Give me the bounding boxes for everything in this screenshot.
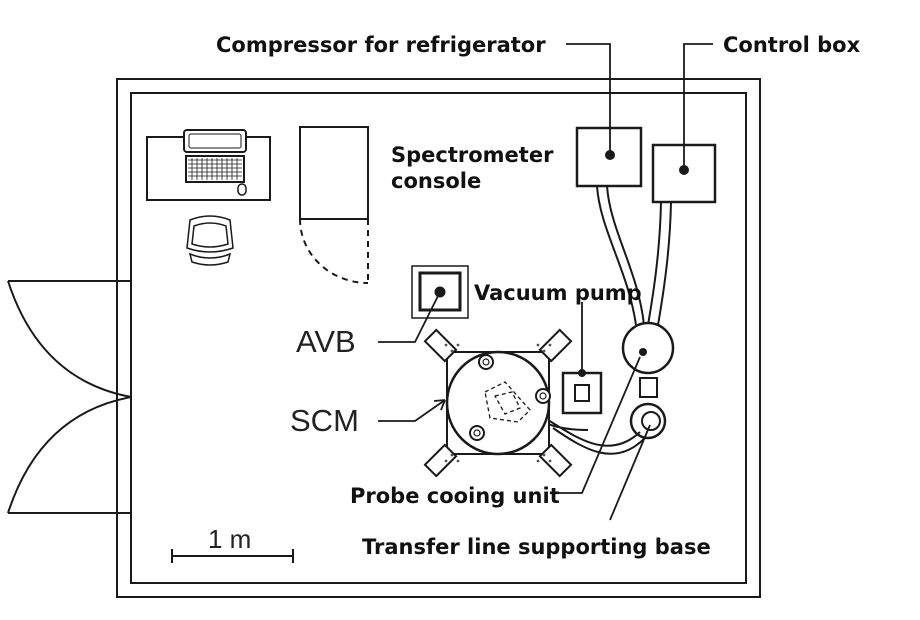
helium-hoses <box>596 185 672 326</box>
spectrometer-label-line1: Spectrometer <box>391 143 554 167</box>
spectrometer-label-line2: console <box>391 169 481 193</box>
control-box-label: Control box <box>723 33 861 57</box>
computer-icon <box>183 129 247 196</box>
spectrometer-console <box>575 126 643 188</box>
transfer-base-label: Transfer line supporting base <box>362 535 711 559</box>
scale-bar-label: 1 m <box>208 524 251 554</box>
probe-cooling-leader-line <box>555 356 641 494</box>
cabinet <box>299 126 369 284</box>
scm-leader-arrow <box>433 399 446 411</box>
scm-label: SCM <box>290 403 359 438</box>
compressor-leader-line <box>566 43 611 155</box>
door <box>7 280 136 514</box>
probe-cooling-unit <box>621 321 675 375</box>
control-box-leader-line <box>683 43 713 170</box>
compressor-label: Compressor for refrigerator <box>216 33 546 57</box>
connector-block <box>639 377 658 398</box>
vacuum-pump-label: Vacuum pump <box>474 281 642 305</box>
avb-label: AVB <box>296 324 356 359</box>
avb-leader-line <box>378 291 441 343</box>
scm-leader-line <box>378 399 446 422</box>
vacuum-pump <box>561 369 603 415</box>
scm-magnet <box>423 328 573 478</box>
transfer-base-leader-line <box>609 424 651 521</box>
probe-cooling-label: Probe cooing unit <box>350 484 560 508</box>
transfer-line-base <box>629 402 667 440</box>
scale-bar <box>171 549 294 563</box>
chair-icon <box>186 215 234 266</box>
